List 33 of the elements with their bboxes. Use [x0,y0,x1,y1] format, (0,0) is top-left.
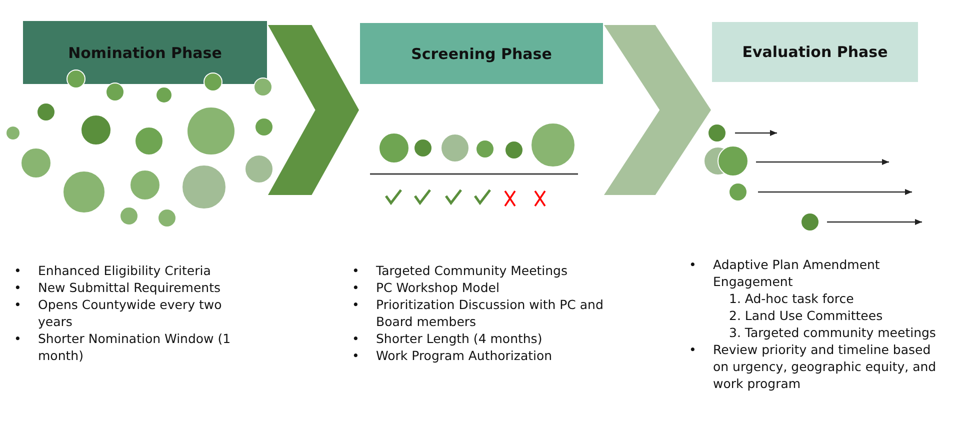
bullet-marker: • [352,296,360,313]
phase-title: Screening Phase [411,44,552,62]
bullet-item: Opens Countywide every two years [38,296,223,330]
bullet-marker: • [352,347,360,364]
bullet-item: Shorter Length (4 months) [376,330,544,347]
bullet-marker: • [14,279,22,296]
bullet-marker: • [352,279,360,296]
bullet-item: Targeted Community Meetings [376,262,568,279]
phase-title: Evaluation Phase [742,43,888,61]
bullet-item: Enhanced Eligibility Criteria [38,262,212,279]
phase-header-box [22,20,268,85]
phase-header-box [711,21,919,83]
bullet-item: Prioritization Discussion with PC and Board members [376,296,604,330]
bullet-item: Work Program Authorization [376,347,554,364]
bullet-item: Review priority and timeline based on urgency, geographic equity, and work program [713,341,937,392]
bullet-marker: • [14,262,22,279]
numbered-item: 3. Targeted community meetings [729,324,937,341]
numbered-item: 2. Land Use Committees [729,307,884,324]
bullet-item: Shorter Nomination Window (1 month) [38,330,232,364]
bullet-marker: • [689,341,698,358]
chevron-arrow [268,25,359,195]
bullet-marker: • [352,262,360,279]
bullet-item: Adaptive Plan Amendment Engagement [713,256,881,290]
bullet-marker: • [14,330,22,347]
chevron-arrow [604,25,711,195]
phase-header-box [359,22,604,85]
bullet-item: PC Workshop Model [376,279,500,296]
bullet-marker: • [352,330,360,347]
numbered-item: 1. Ad-hoc task force [729,290,855,307]
phase-title: Nomination Phase [68,44,222,62]
bullet-marker: • [689,256,698,273]
bullet-item: New Submittal Requirements [38,279,222,296]
bullet-marker: • [14,296,22,313]
